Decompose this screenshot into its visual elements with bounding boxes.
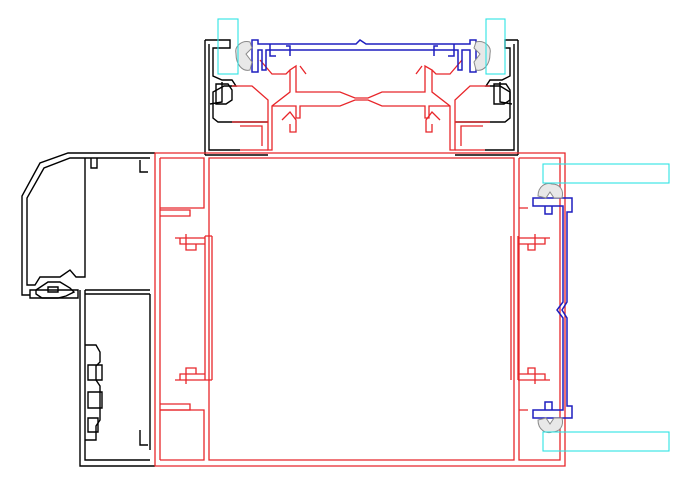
right-fin-lower: [518, 367, 550, 384]
right-inner-wall: [510, 236, 519, 380]
left-frame-inner: [26, 157, 150, 286]
left-fin-lower: [175, 367, 205, 384]
top-frame-inner: [208, 44, 515, 151]
right-lower-glass: [542, 431, 670, 452]
right-gasket-top: [537, 183, 563, 199]
left-cavity: [159, 157, 205, 461]
top-bead: [251, 39, 477, 73]
left-cavity-fin-top: [160, 209, 191, 411]
top-frame-outline: [204, 39, 268, 156]
left-inner-wall: [204, 235, 213, 381]
right-bead: [532, 197, 573, 419]
right-bead-clip: [544, 206, 553, 410]
top-frame-clip-right: [493, 83, 511, 105]
top-frame-clip-left: [215, 83, 233, 105]
mullion-profile: [154, 59, 566, 467]
left-frame-pocket: [87, 364, 103, 433]
top-mullion-inner: [232, 99, 490, 123]
top-mullion-base: [240, 125, 485, 151]
left-frame-outline: [21, 152, 155, 299]
right-gasket-bottom: [537, 417, 563, 433]
glass-panes: [217, 18, 670, 452]
left-frame-hook: [35, 281, 76, 299]
top-mullion-legs: [259, 59, 463, 75]
top-mullion-outer: [232, 64, 490, 151]
left-frame-stem: [79, 289, 155, 467]
top-bead-clip-right: [433, 44, 455, 57]
main-box-inner: [208, 157, 515, 461]
right-fin-upper: [518, 234, 550, 251]
main-box-outer: [154, 152, 566, 467]
glazing-bead: [251, 39, 573, 419]
top-right-glass: [485, 18, 506, 75]
aluminium-frame-profile: [21, 39, 519, 467]
top-bead-clip-left: [269, 44, 291, 57]
top-left-glass: [217, 18, 239, 75]
right-cavity: [518, 157, 561, 461]
left-frame-notch: [139, 160, 148, 446]
top-mullion-fins: [281, 111, 441, 133]
right-upper-glass: [542, 163, 670, 184]
left-fin-upper: [175, 234, 205, 251]
